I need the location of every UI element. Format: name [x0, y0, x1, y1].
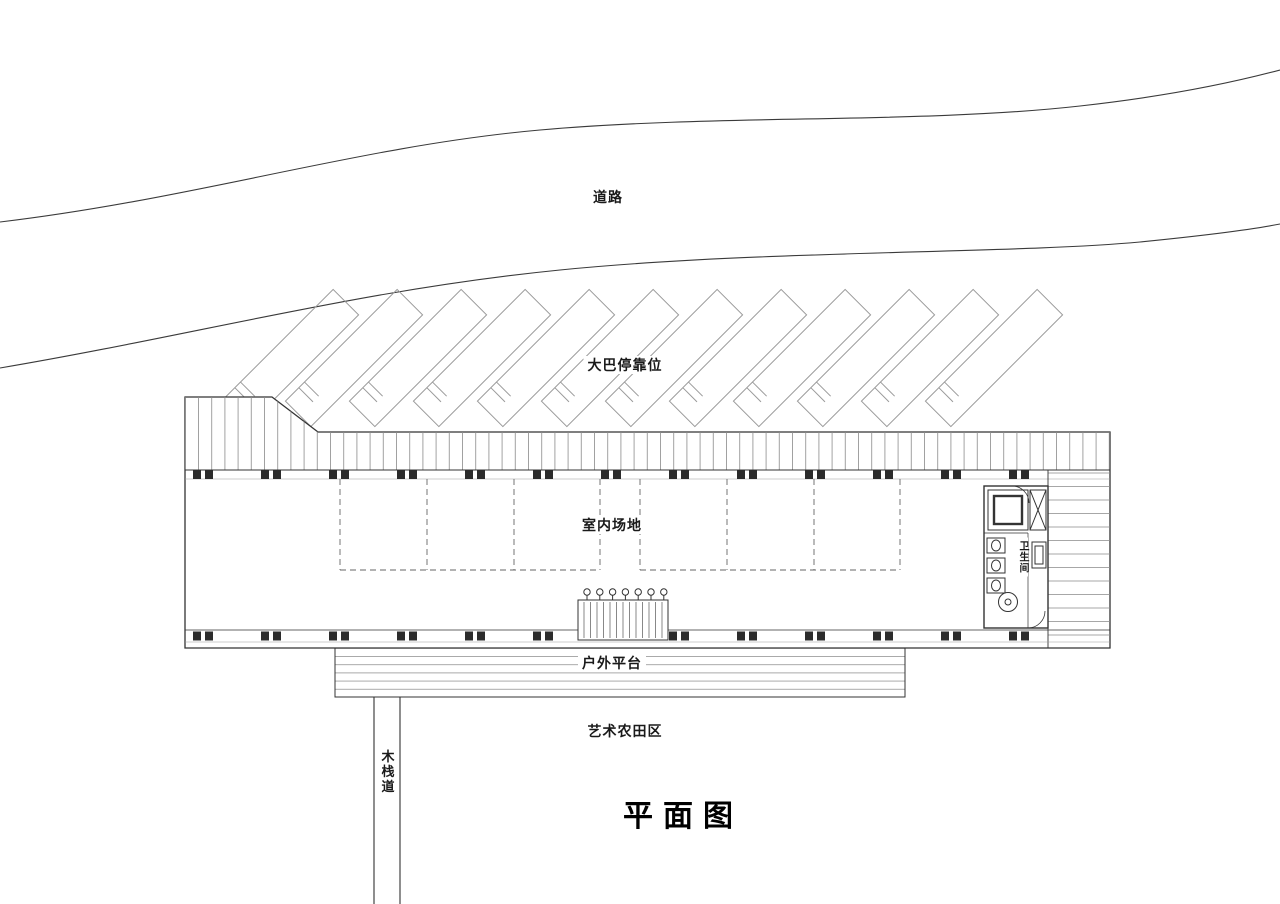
outdoor-platform-label: 户外平台	[578, 654, 646, 672]
plan-title: 平面图	[617, 789, 749, 837]
bus-parking-stalls	[220, 288, 1064, 428]
stair-feature	[577, 588, 669, 641]
indoor-area-label: 室内场地	[578, 516, 646, 534]
toilet-label: 卫生间	[1016, 537, 1028, 577]
art-farmland-label: 艺术农田区	[583, 722, 667, 740]
boardwalk-label: 木栈道	[379, 746, 395, 798]
road-label: 道路	[589, 188, 627, 206]
building-outline	[184, 396, 1111, 649]
boardwalk-lines	[373, 697, 401, 904]
column-marks	[193, 470, 1029, 641]
interior-partitions	[339, 479, 901, 571]
bus-parking-label: 大巴停靠位	[583, 356, 667, 374]
road-lines	[0, 69, 1280, 369]
